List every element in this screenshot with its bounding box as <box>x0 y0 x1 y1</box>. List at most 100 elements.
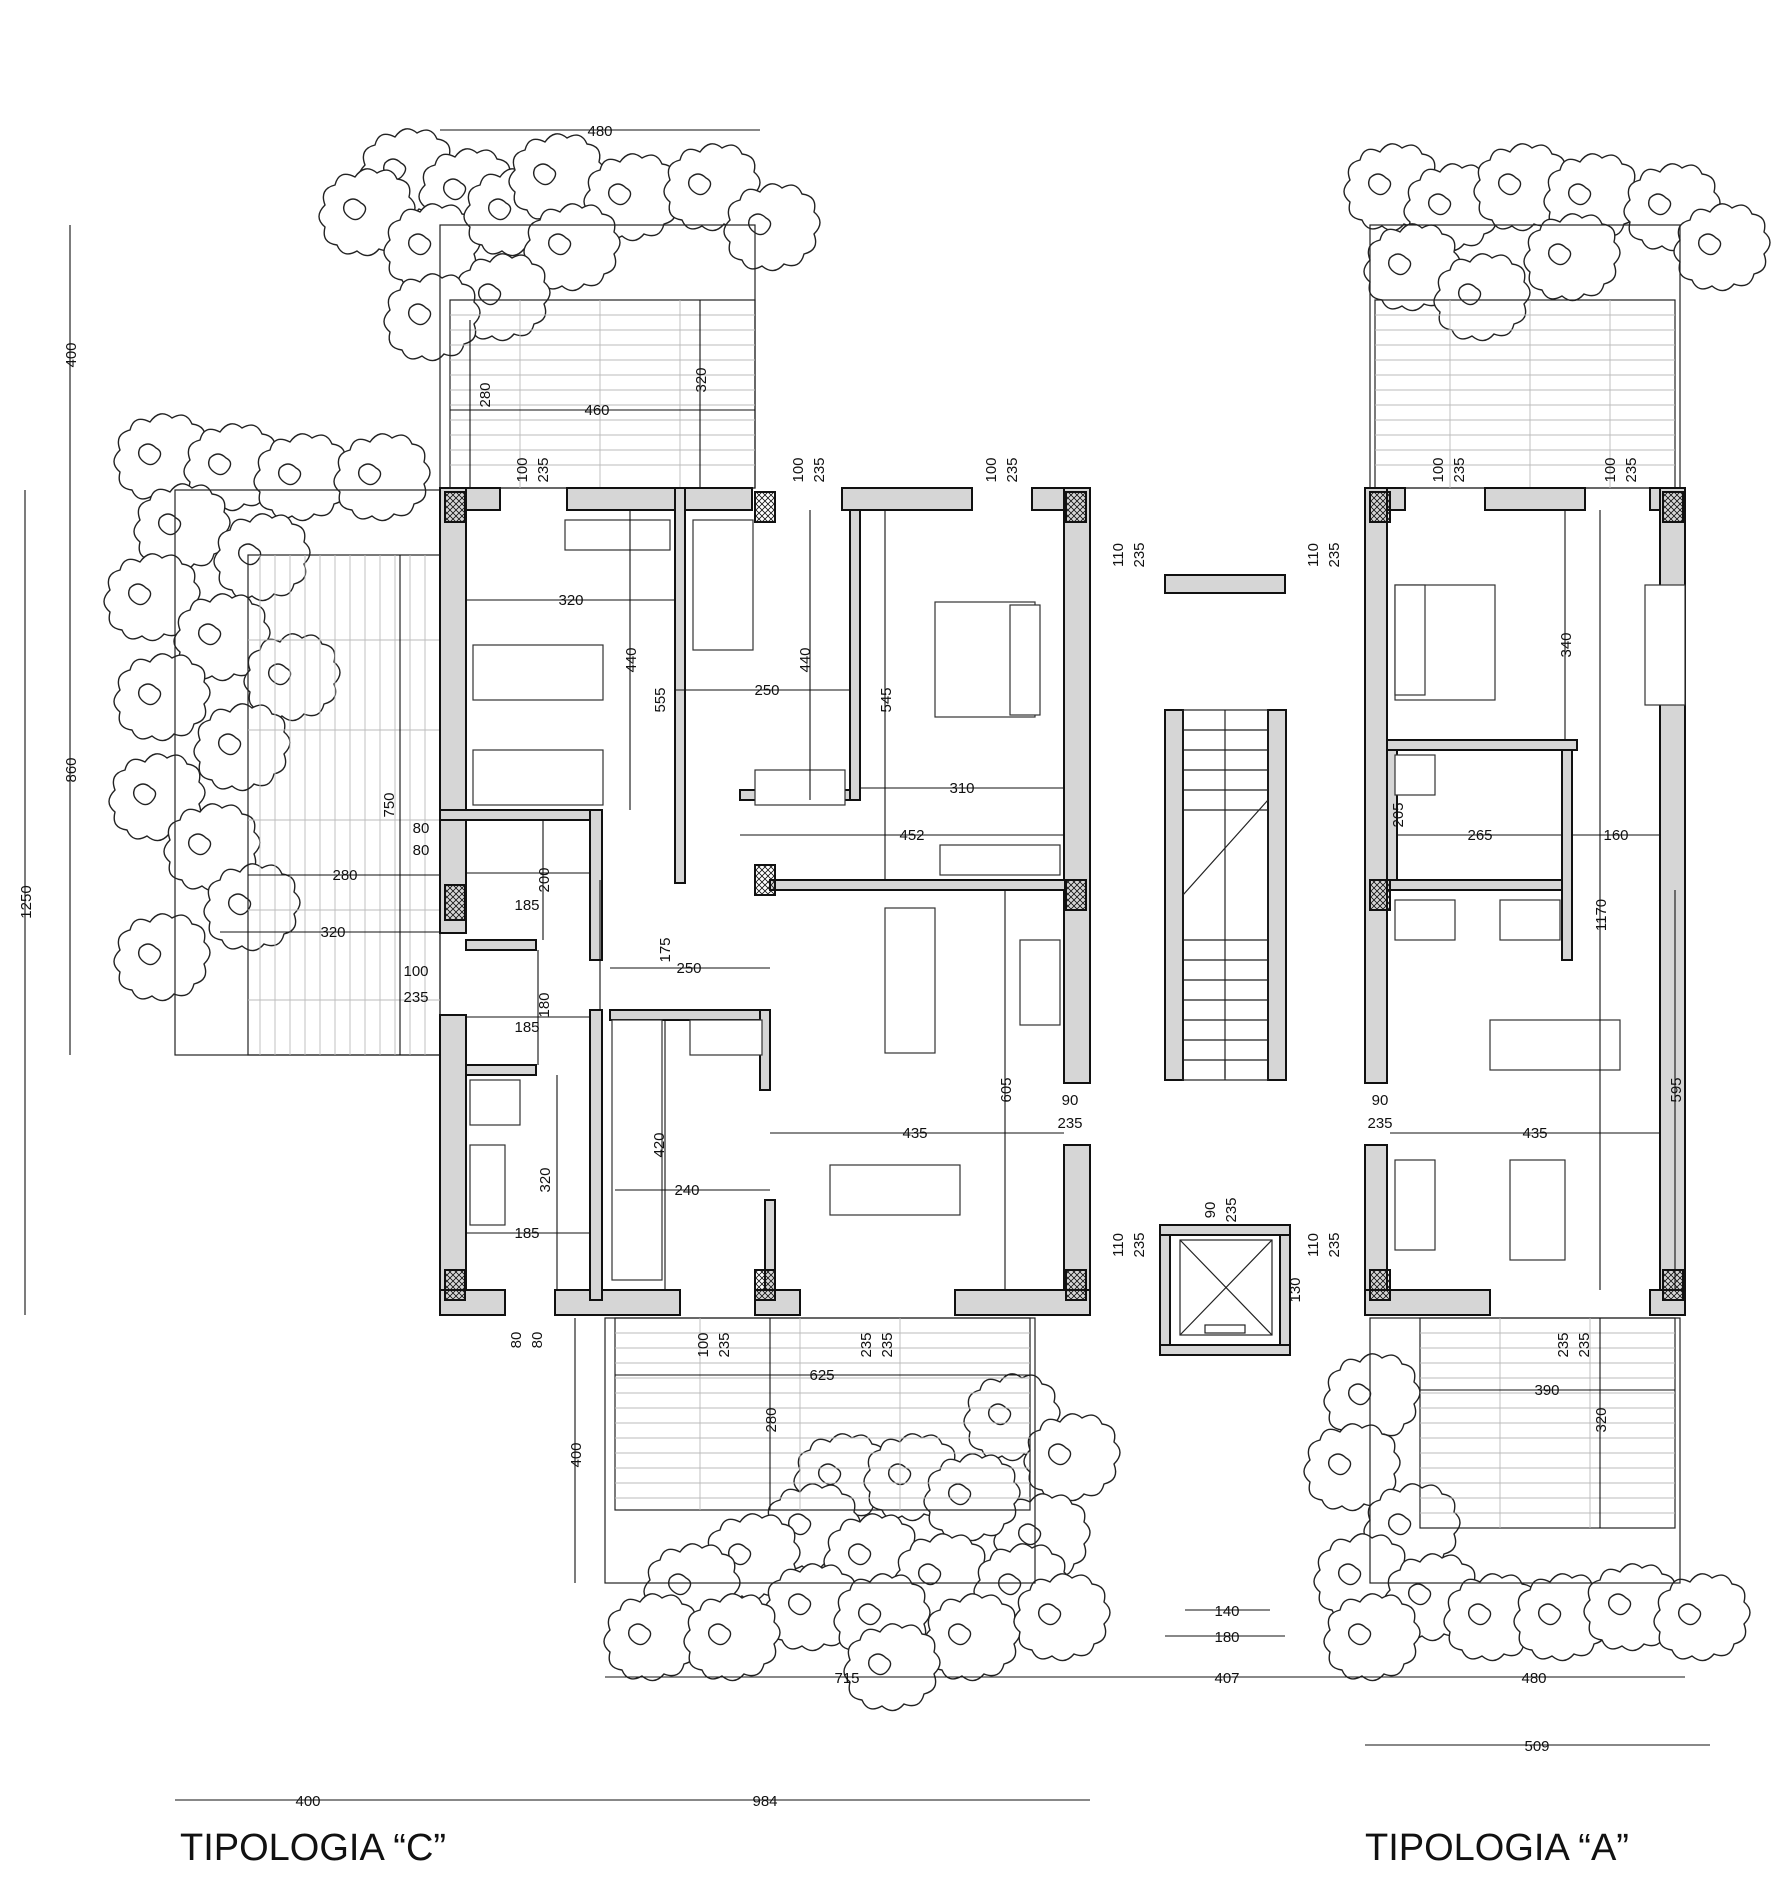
dim-bot-235a: 235 <box>716 1332 733 1357</box>
dim-lift-90: 90 <box>1202 1202 1219 1219</box>
dim-a-340: 340 <box>1558 632 1575 657</box>
dim-bot-480: 480 <box>1521 1670 1546 1687</box>
dim-stair-180: 180 <box>1214 1629 1239 1646</box>
dim-win5-110: 110 <box>1305 543 1322 567</box>
dim-door-235: 235 <box>403 989 428 1006</box>
dim-terr-c-320: 320 <box>693 367 710 392</box>
dim-bot-235d: 235 <box>1555 1332 1572 1357</box>
dim-terr-w-320: 320 <box>320 924 345 941</box>
dim-bath-185a: 185 <box>514 897 539 914</box>
dim-win1-235: 235 <box>535 457 552 482</box>
dim-bot-400: 400 <box>295 1793 320 1810</box>
dim-a-160: 160 <box>1603 827 1628 844</box>
dim-bath-180: 180 <box>536 992 553 1017</box>
dim-bot-235c: 235 <box>879 1332 896 1357</box>
dim-win7-235: 235 <box>1623 457 1640 482</box>
dim-win4-235: 235 <box>1131 542 1148 567</box>
dim-room-440b: 440 <box>797 647 814 672</box>
dim-liv-605: 605 <box>998 1077 1015 1102</box>
title-tipologia-a: TIPOLOGIA “A” <box>1365 1827 1629 1869</box>
dim-corr-175: 175 <box>657 937 674 962</box>
dim-bath-185c: 185 <box>514 1225 539 1242</box>
dim-bot-80a: 80 <box>508 1332 525 1349</box>
title-tipologia-c: TIPOLOGIA “C” <box>180 1827 446 1869</box>
dim-win10-110: 110 <box>1110 1233 1127 1257</box>
dim-left-1250: 1250 <box>18 885 35 918</box>
dim-a-320: 320 <box>1593 1407 1610 1432</box>
dim-terr-c-460: 460 <box>584 402 609 419</box>
terrace-north-a <box>1369 224 1681 489</box>
dimension-labels: 480 400 1250 860 280 460 320 750 280 320… <box>18 123 1685 1810</box>
dim-top-480-c: 480 <box>587 123 612 140</box>
dim-win11-110: 110 <box>1305 1233 1322 1257</box>
dim-win9-235: 235 <box>1367 1115 1392 1132</box>
dim-left-400: 400 <box>63 342 80 367</box>
dim-bath-320: 320 <box>537 1167 554 1192</box>
dim-terr-c-280: 280 <box>477 382 494 407</box>
dim-win11-235: 235 <box>1326 1232 1343 1257</box>
terrace-south-a <box>1369 1317 1681 1584</box>
dim-bot-715: 715 <box>834 1670 859 1687</box>
dim-room-250a: 250 <box>754 682 779 699</box>
dim-terr-w-280: 280 <box>332 867 357 884</box>
dim-win8-90: 90 <box>1062 1092 1079 1109</box>
dim-room-452: 452 <box>899 827 924 844</box>
dim-win3-100: 100 <box>983 457 1000 482</box>
dim-bot-235e: 235 <box>1576 1332 1593 1357</box>
dim-bot-235b: 235 <box>858 1332 875 1357</box>
terrace-south-c <box>604 1317 1036 1584</box>
dim-bath-185b: 185 <box>514 1019 539 1036</box>
dim-win7-100: 100 <box>1602 457 1619 482</box>
dim-corr-250: 250 <box>676 960 701 977</box>
dim-left-860: 860 <box>63 757 80 782</box>
dim-bot-407: 407 <box>1214 1670 1239 1687</box>
dim-bath-80a: 80 <box>413 820 430 837</box>
dim-win3-235: 235 <box>1004 457 1021 482</box>
dim-door-100: 100 <box>403 963 428 980</box>
dim-win9-90: 90 <box>1372 1092 1389 1109</box>
dim-terr-w-750: 750 <box>381 792 398 817</box>
furniture <box>469 519 1686 1281</box>
dim-terr-s-625: 625 <box>809 1367 834 1384</box>
dim-win5-235: 235 <box>1326 542 1343 567</box>
dim-bot-80b: 80 <box>529 1332 546 1349</box>
dim-terr-s-400: 400 <box>568 1442 585 1467</box>
dim-terr-s-280: 280 <box>763 1407 780 1432</box>
dim-win2-235: 235 <box>811 457 828 482</box>
dim-bot-509: 509 <box>1524 1738 1549 1755</box>
dim-win10-235: 235 <box>1131 1232 1148 1257</box>
dim-a-1170: 1170 <box>1593 899 1610 931</box>
dim-win4-110: 110 <box>1110 543 1127 567</box>
pillars <box>444 491 1684 1301</box>
lift <box>1179 1239 1273 1336</box>
dim-win6-235: 235 <box>1451 457 1468 482</box>
dim-stair-140: 140 <box>1214 1603 1239 1620</box>
staircase <box>1182 709 1269 1081</box>
dim-room-545: 545 <box>878 687 895 712</box>
terrace-north-c <box>439 224 756 489</box>
dim-room-310: 310 <box>949 780 974 797</box>
dim-a-390: 390 <box>1534 1382 1559 1399</box>
dim-kit-420: 420 <box>651 1132 668 1157</box>
dim-win8-235: 235 <box>1057 1115 1082 1132</box>
dim-room-555: 555 <box>652 687 669 712</box>
dim-liv-435: 435 <box>902 1125 927 1142</box>
terrace-west-c <box>174 489 441 1056</box>
dimension-lines <box>24 129 1710 1801</box>
dim-a-595: 595 <box>1668 1077 1685 1102</box>
dim-a-205: 205 <box>1390 802 1407 827</box>
dim-bot-100: 100 <box>695 1332 712 1357</box>
dim-win6-100: 100 <box>1430 457 1447 482</box>
dim-win2-100: 100 <box>790 457 807 482</box>
dim-bot-984: 984 <box>752 1793 777 1810</box>
dim-room-320: 320 <box>558 592 583 609</box>
dim-win1-100: 100 <box>514 457 531 482</box>
dim-room-440a: 440 <box>623 647 640 672</box>
dim-lift-130: 130 <box>1287 1277 1304 1302</box>
dim-lift-235: 235 <box>1223 1197 1240 1222</box>
dim-bath-200: 200 <box>536 867 553 892</box>
dim-kit-240: 240 <box>674 1182 699 1199</box>
dim-a-435: 435 <box>1522 1125 1547 1142</box>
dim-a-265: 265 <box>1467 827 1492 844</box>
